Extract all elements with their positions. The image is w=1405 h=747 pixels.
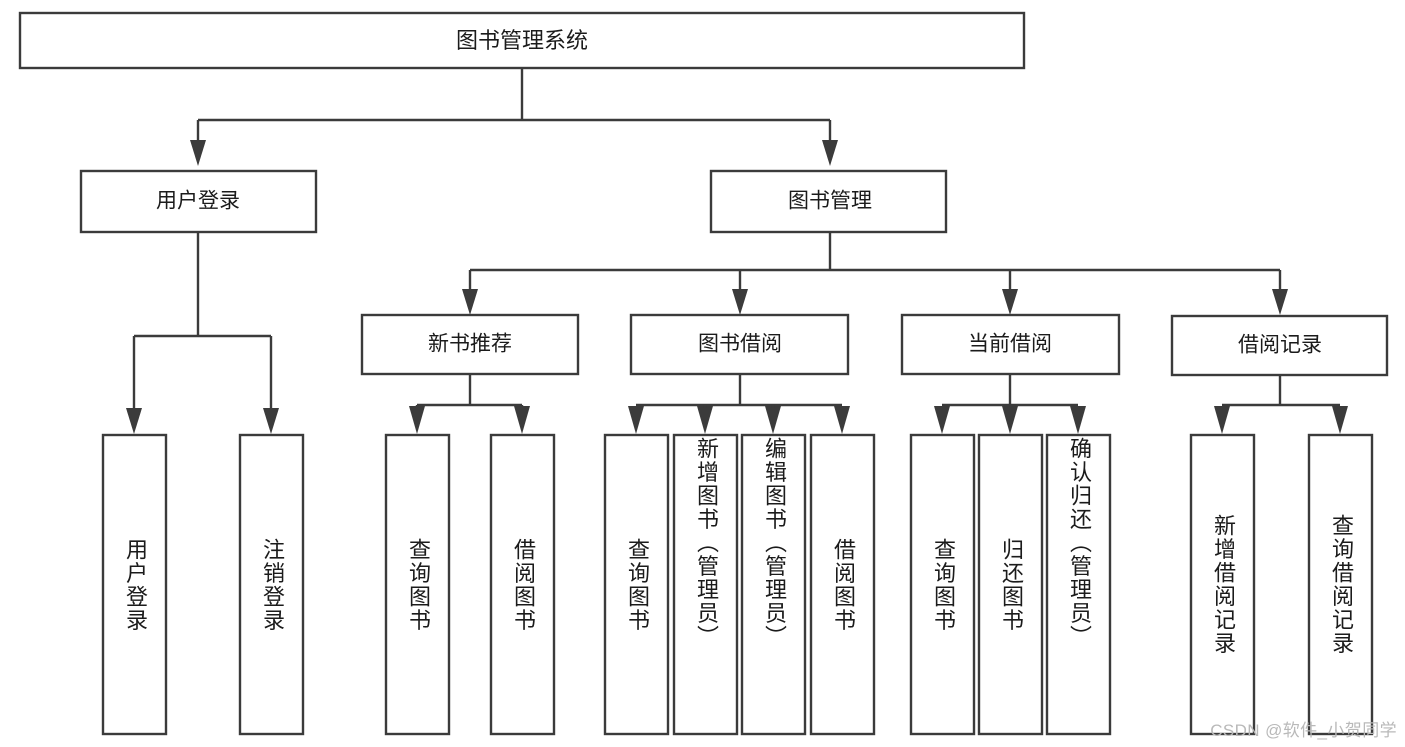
connector-book-manage-to-level3 (462, 232, 1288, 315)
leaf-box-book-borrow-2[interactable] (740, 433, 807, 736)
leaf-box-book-borrow-0[interactable] (603, 433, 670, 736)
leaf-box-current-borrow-0[interactable] (909, 433, 976, 736)
leaf-box-new-book-0[interactable] (384, 433, 451, 736)
leaf-box-user-login-1[interactable] (238, 433, 305, 736)
leaf-box-new-book-1[interactable] (489, 433, 556, 736)
node-current-borrow-label: 当前借阅 (968, 333, 1052, 356)
connector-user-login-to-leaves (126, 232, 279, 434)
node-new-book-recommend[interactable]: 新书推荐 (360, 313, 580, 376)
leaf-box-user-login-0[interactable] (101, 433, 168, 736)
node-book-manage-label: 图书管理 (788, 190, 872, 213)
node-user-login[interactable]: 用户登录 (79, 169, 318, 234)
leaf-box-current-borrow-1[interactable] (977, 433, 1044, 736)
node-book-manage[interactable]: 图书管理 (709, 169, 948, 234)
node-borrow-record[interactable]: 借阅记录 (1170, 314, 1389, 377)
connector-current-borrow-to-leaves (934, 374, 1086, 434)
node-user-login-label: 用户登录 (156, 190, 240, 213)
connector-new-book-to-leaves (409, 374, 530, 434)
leaf-box-current-borrow-2[interactable] (1045, 433, 1112, 736)
node-root-label: 图书管理系统 (456, 28, 588, 53)
leaf-box-borrow-record-0[interactable] (1189, 433, 1256, 736)
node-book-borrow[interactable]: 图书借阅 (629, 313, 850, 376)
node-new-book-recommend-label: 新书推荐 (428, 333, 512, 356)
node-root[interactable]: 图书管理系统 (18, 11, 1026, 70)
connector-root-to-level2 (190, 68, 838, 166)
node-current-borrow[interactable]: 当前借阅 (900, 313, 1121, 376)
node-book-borrow-label: 图书借阅 (698, 333, 782, 356)
leaf-box-borrow-record-1[interactable] (1307, 433, 1374, 736)
connector-borrow-record-to-leaves (1214, 375, 1348, 434)
watermark-text: CSDN @软件_小贺同学 (1210, 721, 1397, 740)
connector-book-borrow-to-leaves (628, 374, 850, 434)
leaf-box-book-borrow-1[interactable] (672, 433, 739, 736)
leaf-box-book-borrow-3[interactable] (809, 433, 876, 736)
node-borrow-record-label: 借阅记录 (1238, 334, 1322, 357)
